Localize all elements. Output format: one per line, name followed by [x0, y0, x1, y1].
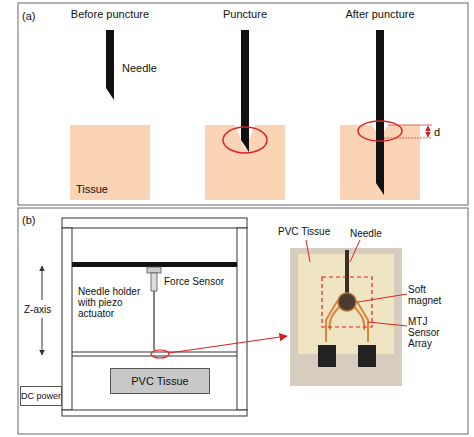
- part-label: MTJ Sensor Array: [408, 316, 456, 349]
- axis-arrow: [42, 266, 43, 300]
- top-beam: [62, 218, 247, 228]
- panel-frame: [18, 3, 468, 205]
- part-label: Needle: [122, 62, 157, 74]
- leader-line: [368, 322, 407, 326]
- panel-letter: (b): [22, 214, 35, 226]
- stage: [72, 356, 237, 357]
- node-text: DC power: [21, 390, 61, 402]
- tissue-block: Tissue: [70, 125, 150, 200]
- needle: [153, 291, 154, 350]
- needle-holder: [151, 273, 157, 291]
- dimension-line: [384, 138, 432, 139]
- crossbar: [72, 262, 237, 267]
- leader-line: [306, 240, 310, 262]
- needle: [376, 30, 384, 195]
- part-label: Needle holder with piezo actuator: [78, 286, 150, 319]
- dimension-label: d: [434, 126, 440, 138]
- chip: [318, 345, 336, 367]
- axis-label: Z-axis: [24, 304, 51, 315]
- stage-heading: Before puncture: [55, 8, 165, 20]
- column: [62, 228, 72, 410]
- highlight-ellipse: [358, 121, 402, 141]
- leader-line: [358, 294, 407, 302]
- node-text: Tissue: [76, 183, 108, 195]
- panel-frame: [18, 208, 468, 434]
- base: [62, 410, 247, 416]
- panel-letter: (a): [22, 10, 35, 22]
- axis-arrow: [42, 318, 43, 355]
- dimension-line: [388, 125, 432, 126]
- force-sensor: [147, 267, 161, 273]
- needle: [241, 30, 249, 152]
- needle: [106, 30, 114, 100]
- part-label: Needle: [350, 228, 382, 239]
- pvc-tissue-box: PVC Tissue: [110, 368, 210, 394]
- highlight-ellipse: [223, 127, 267, 153]
- zoom-arrow: [169, 336, 287, 353]
- power-box: DC power: [20, 386, 62, 406]
- leader-line: [350, 240, 360, 262]
- stage-heading: After puncture: [325, 8, 435, 20]
- part-label: PVC Tissue: [278, 226, 338, 237]
- chip: [358, 345, 376, 367]
- sensor-region: [322, 277, 372, 327]
- stage: [72, 352, 237, 353]
- node-text: PVC Tissue: [111, 375, 209, 387]
- photo: [290, 248, 402, 386]
- part-label: Soft magnet: [408, 284, 456, 306]
- highlight-ellipse: [151, 350, 169, 358]
- column: [237, 228, 247, 410]
- part-label: Force Sensor: [164, 276, 224, 287]
- dimension-arrow: [428, 126, 429, 137]
- stage-heading: Puncture: [200, 8, 290, 20]
- soft-magnet: [338, 293, 356, 311]
